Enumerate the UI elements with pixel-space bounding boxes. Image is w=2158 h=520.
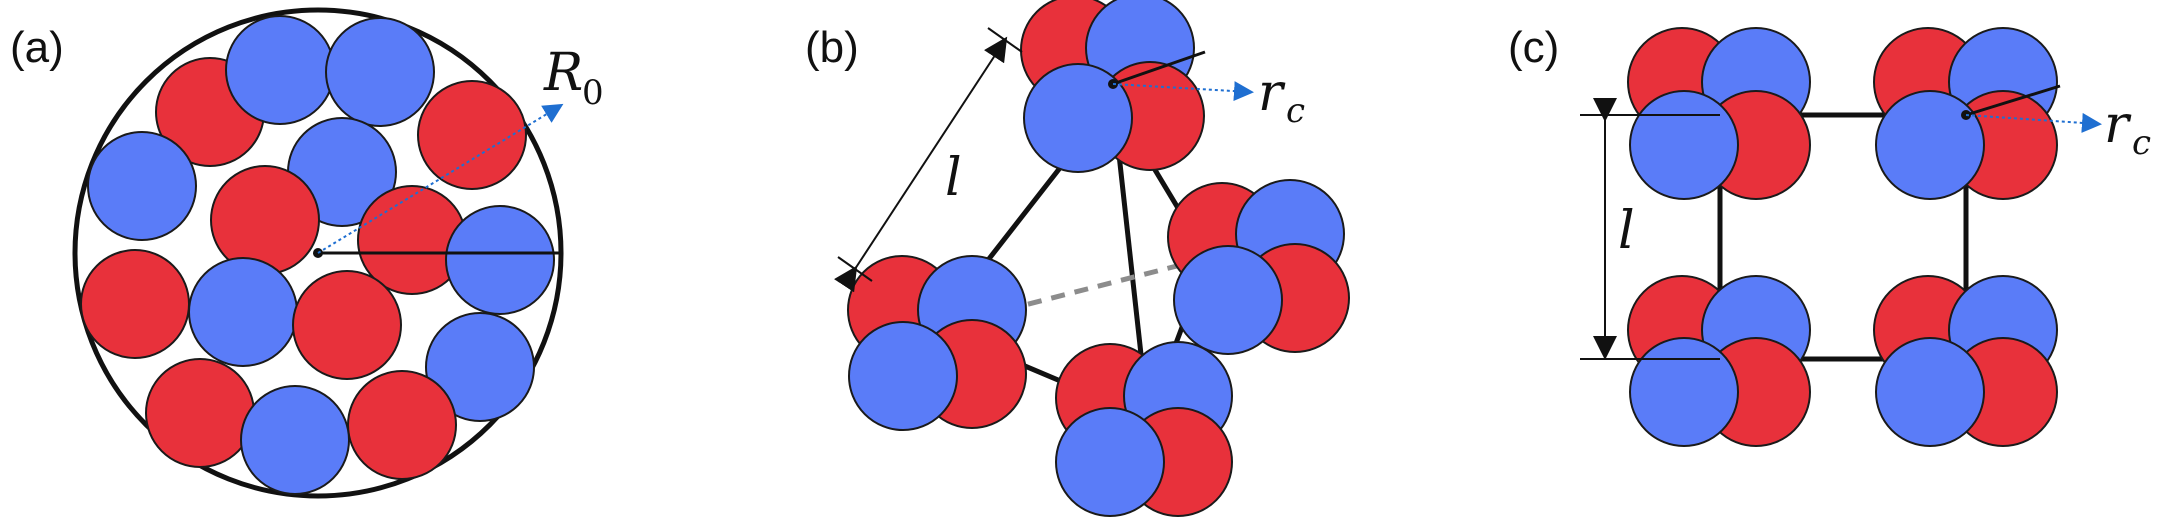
panel-a: (a) R 0 bbox=[10, 7, 604, 499]
core-radius-line bbox=[1112, 50, 1206, 86]
core-radius-label-c: r c bbox=[2104, 95, 2151, 163]
dimension-arrow bbox=[834, 36, 1008, 293]
blue-particle bbox=[848, 321, 958, 431]
blue-particle bbox=[325, 17, 435, 127]
particle-cluster-bottom-left bbox=[1627, 275, 1811, 447]
core-radius-symbol: r bbox=[1258, 63, 1286, 123]
panel-c: (c) bbox=[1508, 23, 2151, 447]
particle-cluster-top bbox=[1020, 0, 1205, 173]
container-sphere bbox=[72, 7, 564, 499]
radius-symbol: R bbox=[543, 43, 583, 103]
blue-particle bbox=[425, 312, 535, 422]
blue-particle bbox=[240, 385, 350, 495]
edge-length-dimension bbox=[834, 27, 1023, 293]
edge-length-symbol-b: l bbox=[945, 148, 962, 208]
particle-cluster-bottom-right bbox=[1873, 275, 2058, 447]
radius-arrow bbox=[317, 103, 564, 254]
core-radius-symbol: r bbox=[2104, 95, 2132, 155]
particle-cluster-top-left bbox=[1627, 27, 1811, 200]
red-particle bbox=[292, 270, 402, 380]
blue-particle bbox=[87, 131, 197, 241]
particle-cluster-top-right bbox=[1873, 27, 2058, 200]
blue-particle bbox=[1875, 90, 1985, 200]
core-radius-line bbox=[1965, 84, 2061, 117]
edge-length-symbol-c: l bbox=[1618, 201, 1635, 261]
radius-subscript: 0 bbox=[582, 73, 604, 113]
square-edges bbox=[1717, 112, 1969, 362]
panel-c-label: (c) bbox=[1508, 23, 1559, 72]
panel-b-label: (b) bbox=[805, 23, 859, 72]
blue-particle bbox=[445, 205, 555, 315]
blue-particle bbox=[225, 15, 335, 125]
blue-particle bbox=[1629, 90, 1739, 200]
core-radius-arrow bbox=[1112, 81, 1254, 102]
red-particle bbox=[80, 249, 190, 359]
red-particle bbox=[417, 80, 527, 190]
particle-cluster-right bbox=[1167, 179, 1350, 355]
radius-label-a: R 0 bbox=[543, 43, 604, 113]
blue-particle bbox=[1173, 245, 1283, 355]
blue-particle bbox=[1629, 337, 1739, 447]
blue-particle bbox=[188, 257, 298, 367]
edge-length-dimension-c bbox=[1580, 98, 1720, 360]
core-radius-subscript: c bbox=[2132, 123, 2151, 163]
blue-particle bbox=[1023, 63, 1133, 173]
red-particle bbox=[210, 165, 320, 275]
panel-a-label: (a) bbox=[10, 23, 64, 72]
core-radius-subscript: c bbox=[1286, 91, 1305, 131]
red-particle bbox=[145, 358, 255, 468]
blue-particle bbox=[1875, 337, 1985, 447]
core-radius-arrow bbox=[1965, 112, 2102, 133]
red-particle bbox=[347, 370, 457, 480]
core-radius-label-b: r c bbox=[1258, 63, 1305, 131]
particle-cluster-left bbox=[847, 255, 1027, 431]
particle-cluster-bottom bbox=[1055, 341, 1233, 517]
blue-particle bbox=[1055, 407, 1165, 517]
panel-b: (b) bbox=[805, 0, 1350, 517]
